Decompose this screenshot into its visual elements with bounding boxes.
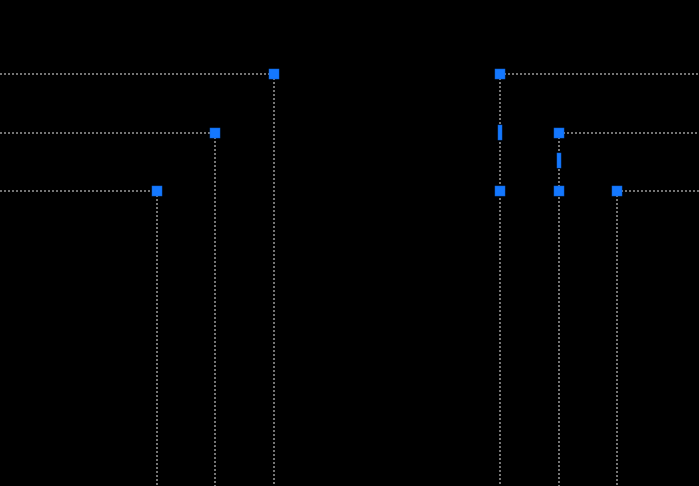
grip-right-bottom-3[interactable] [611, 185, 623, 197]
midpoint-grip-right-1[interactable] [497, 124, 503, 141]
grip-left-top[interactable] [268, 68, 280, 80]
grip-left-bottom[interactable] [151, 185, 163, 197]
dashed-lines [0, 73, 699, 486]
grip-right-bottom-1[interactable] [494, 185, 506, 197]
midpoint-grip-right-2[interactable] [556, 152, 562, 169]
grip-right-bottom-2[interactable] [553, 185, 565, 197]
selection-grips [151, 68, 623, 197]
grip-right-top[interactable] [494, 68, 506, 80]
grip-left-middle[interactable] [209, 127, 221, 139]
grip-right-middle[interactable] [553, 127, 565, 139]
